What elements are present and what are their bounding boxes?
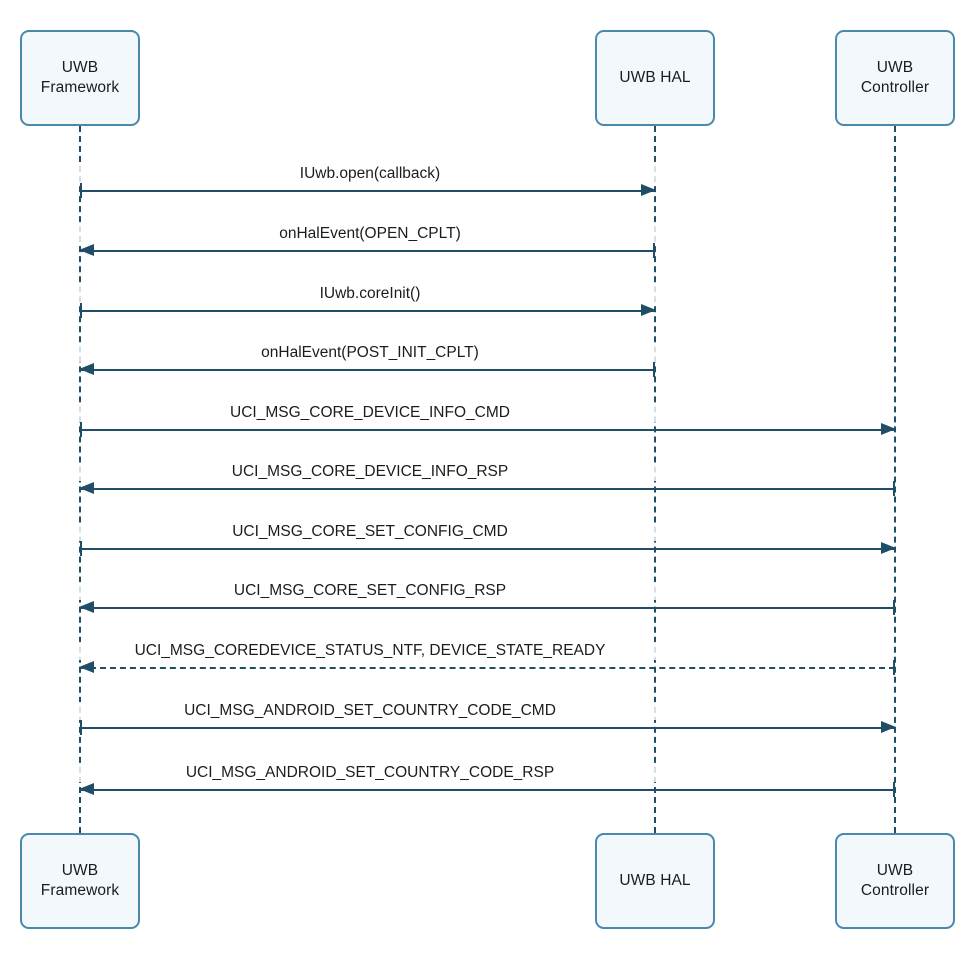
message-label-11: UCI_MSG_ANDROID_SET_COUNTRY_CODE_RSP: [67, 764, 673, 782]
message-line-2: [80, 250, 655, 252]
arrowhead-left-icon: [79, 601, 94, 613]
message-origin-tick-10: [80, 720, 82, 735]
message-origin-tick-8: [893, 600, 895, 615]
arrowhead-right-icon: [881, 721, 896, 733]
participant-box-hal-top: UWB HAL: [595, 30, 715, 126]
message-line-3: [80, 310, 655, 312]
message-origin-tick-6: [893, 481, 895, 496]
arrowhead-left-icon: [79, 783, 94, 795]
arrowhead-right-icon: [881, 423, 896, 435]
message-line-1: [80, 190, 655, 192]
message-line-6: [80, 488, 895, 490]
message-origin-tick-7: [80, 541, 82, 556]
message-origin-tick-11: [893, 782, 895, 797]
message-line-10: [80, 727, 895, 729]
participant-box-framework-bottom: UWB Framework: [20, 833, 140, 929]
participant-label-hal-bottom: UWB HAL: [619, 872, 691, 890]
arrowhead-right-icon: [641, 184, 656, 196]
message-label-1: IUwb.open(callback): [67, 165, 673, 183]
arrowhead-left-icon: [79, 661, 94, 673]
message-origin-tick-4: [653, 362, 655, 377]
message-label-4: onHalEvent(POST_INIT_CPLT): [67, 344, 673, 362]
arrowhead-right-icon: [641, 304, 656, 316]
arrowhead-right-icon: [881, 542, 896, 554]
participant-label-framework-top: UWB Framework: [40, 59, 120, 96]
participant-label-controller-bottom: UWB Controller: [860, 862, 930, 899]
message-label-9: UCI_MSG_COREDEVICE_STATUS_NTF, DEVICE_ST…: [67, 642, 673, 660]
participant-box-controller-top: UWB Controller: [835, 30, 955, 126]
participant-box-controller-bottom: UWB Controller: [835, 833, 955, 929]
participant-box-framework-top: UWB Framework: [20, 30, 140, 126]
message-origin-tick-9: [893, 660, 895, 675]
message-label-3: IUwb.coreInit(): [67, 285, 673, 303]
message-line-4: [80, 369, 655, 371]
message-label-8: UCI_MSG_CORE_SET_CONFIG_RSP: [67, 582, 673, 600]
participant-label-framework-bottom: UWB Framework: [40, 862, 120, 899]
message-line-5: [80, 429, 895, 431]
message-origin-tick-1: [80, 183, 82, 198]
message-label-10: UCI_MSG_ANDROID_SET_COUNTRY_CODE_CMD: [67, 702, 673, 720]
message-label-5: UCI_MSG_CORE_DEVICE_INFO_CMD: [67, 404, 673, 422]
message-label-6: UCI_MSG_CORE_DEVICE_INFO_RSP: [67, 463, 673, 481]
participant-box-hal-bottom: UWB HAL: [595, 833, 715, 929]
arrowhead-left-icon: [79, 244, 94, 256]
message-line-8: [80, 607, 895, 609]
message-origin-tick-5: [80, 422, 82, 437]
message-label-2: onHalEvent(OPEN_CPLT): [67, 225, 673, 243]
participant-label-hal-top: UWB HAL: [619, 69, 691, 87]
message-line-11: [80, 789, 895, 791]
message-line-7: [80, 548, 895, 550]
message-origin-tick-2: [653, 243, 655, 258]
message-origin-tick-3: [80, 303, 82, 318]
arrowhead-left-icon: [79, 482, 94, 494]
message-line-9: [80, 667, 895, 669]
arrowhead-left-icon: [79, 363, 94, 375]
participant-label-controller-top: UWB Controller: [860, 59, 930, 96]
lifeline-controller: [894, 126, 896, 833]
message-label-7: UCI_MSG_CORE_SET_CONFIG_CMD: [67, 523, 673, 541]
